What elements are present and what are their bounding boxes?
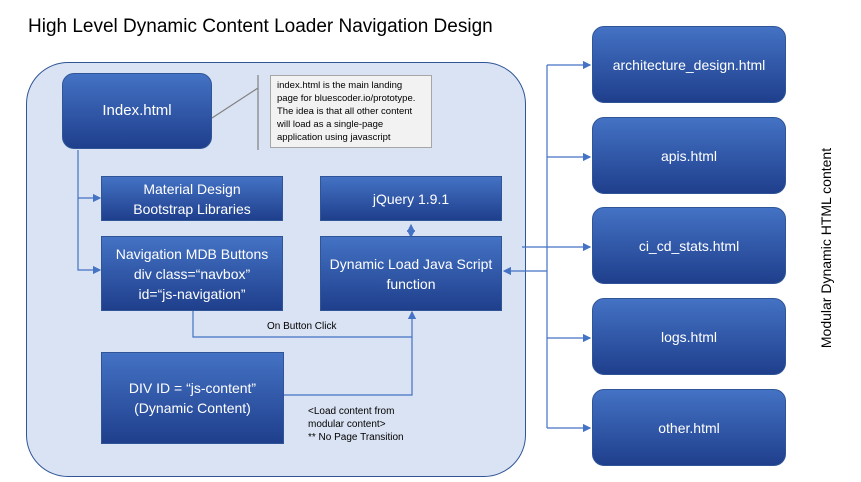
- nav-line-1: Navigation MDB Buttons: [115, 245, 269, 262]
- page-node-apis: apis.html: [592, 117, 786, 194]
- page-node-ci-cd-stats: ci_cd_stats.html: [592, 207, 786, 284]
- page-label: other.html: [658, 419, 720, 436]
- index-note: index.html is the main landing page for …: [270, 75, 432, 148]
- navigation-buttons-node: Navigation MDB Buttons div class=“navbox…: [101, 236, 283, 311]
- mdb-libraries-node: Material Design Bootstrap Libraries: [101, 176, 283, 221]
- dynamic-load-function-node: Dynamic Load Java Script function: [320, 236, 502, 311]
- modular-content-side-label: Modular Dynamic HTML content: [818, 147, 834, 349]
- jquery-label: jQuery 1.9.1: [372, 190, 450, 207]
- page-node-architecture-design: architecture_design.html: [592, 26, 786, 103]
- page-node-other: other.html: [592, 389, 786, 466]
- index-note-text: index.html is the main landing page for …: [277, 80, 416, 143]
- page-label: logs.html: [660, 328, 718, 345]
- dyn-line-2: function: [386, 275, 436, 292]
- load-line-2: modular content>: [308, 419, 386, 430]
- nav-line-2: div class=“navbox”: [133, 265, 251, 282]
- load-line-3: ** No Page Transition: [308, 432, 404, 443]
- load-content-note: <Load content from modular content> ** N…: [308, 405, 404, 444]
- nav-line-3: id=“js-navigation”: [138, 285, 246, 302]
- mdb-line-1: Material Design: [143, 180, 241, 197]
- jquery-node: jQuery 1.9.1: [320, 176, 502, 221]
- page-node-logs: logs.html: [592, 298, 786, 375]
- on-button-click-label: On Button Click: [267, 321, 337, 332]
- index-html-node: Index.html: [62, 73, 212, 149]
- page-label: ci_cd_stats.html: [638, 237, 740, 254]
- mdb-line-2: Bootstrap Libraries: [133, 200, 251, 217]
- dyn-line-1: Dynamic Load Java Script: [329, 255, 493, 272]
- page-label: architecture_design.html: [612, 56, 766, 73]
- content-line-2: (Dynamic Content): [134, 400, 251, 416]
- page-label: apis.html: [660, 147, 718, 164]
- content-line-1: DIV ID = “js-content”: [128, 380, 257, 396]
- diagram-title: High Level Dynamic Content Loader Naviga…: [28, 16, 493, 37]
- index-label: Index.html: [102, 102, 172, 119]
- js-content-node: DIV ID = “js-content” (Dynamic Content): [101, 352, 284, 444]
- load-line-1: <Load content from: [308, 406, 395, 417]
